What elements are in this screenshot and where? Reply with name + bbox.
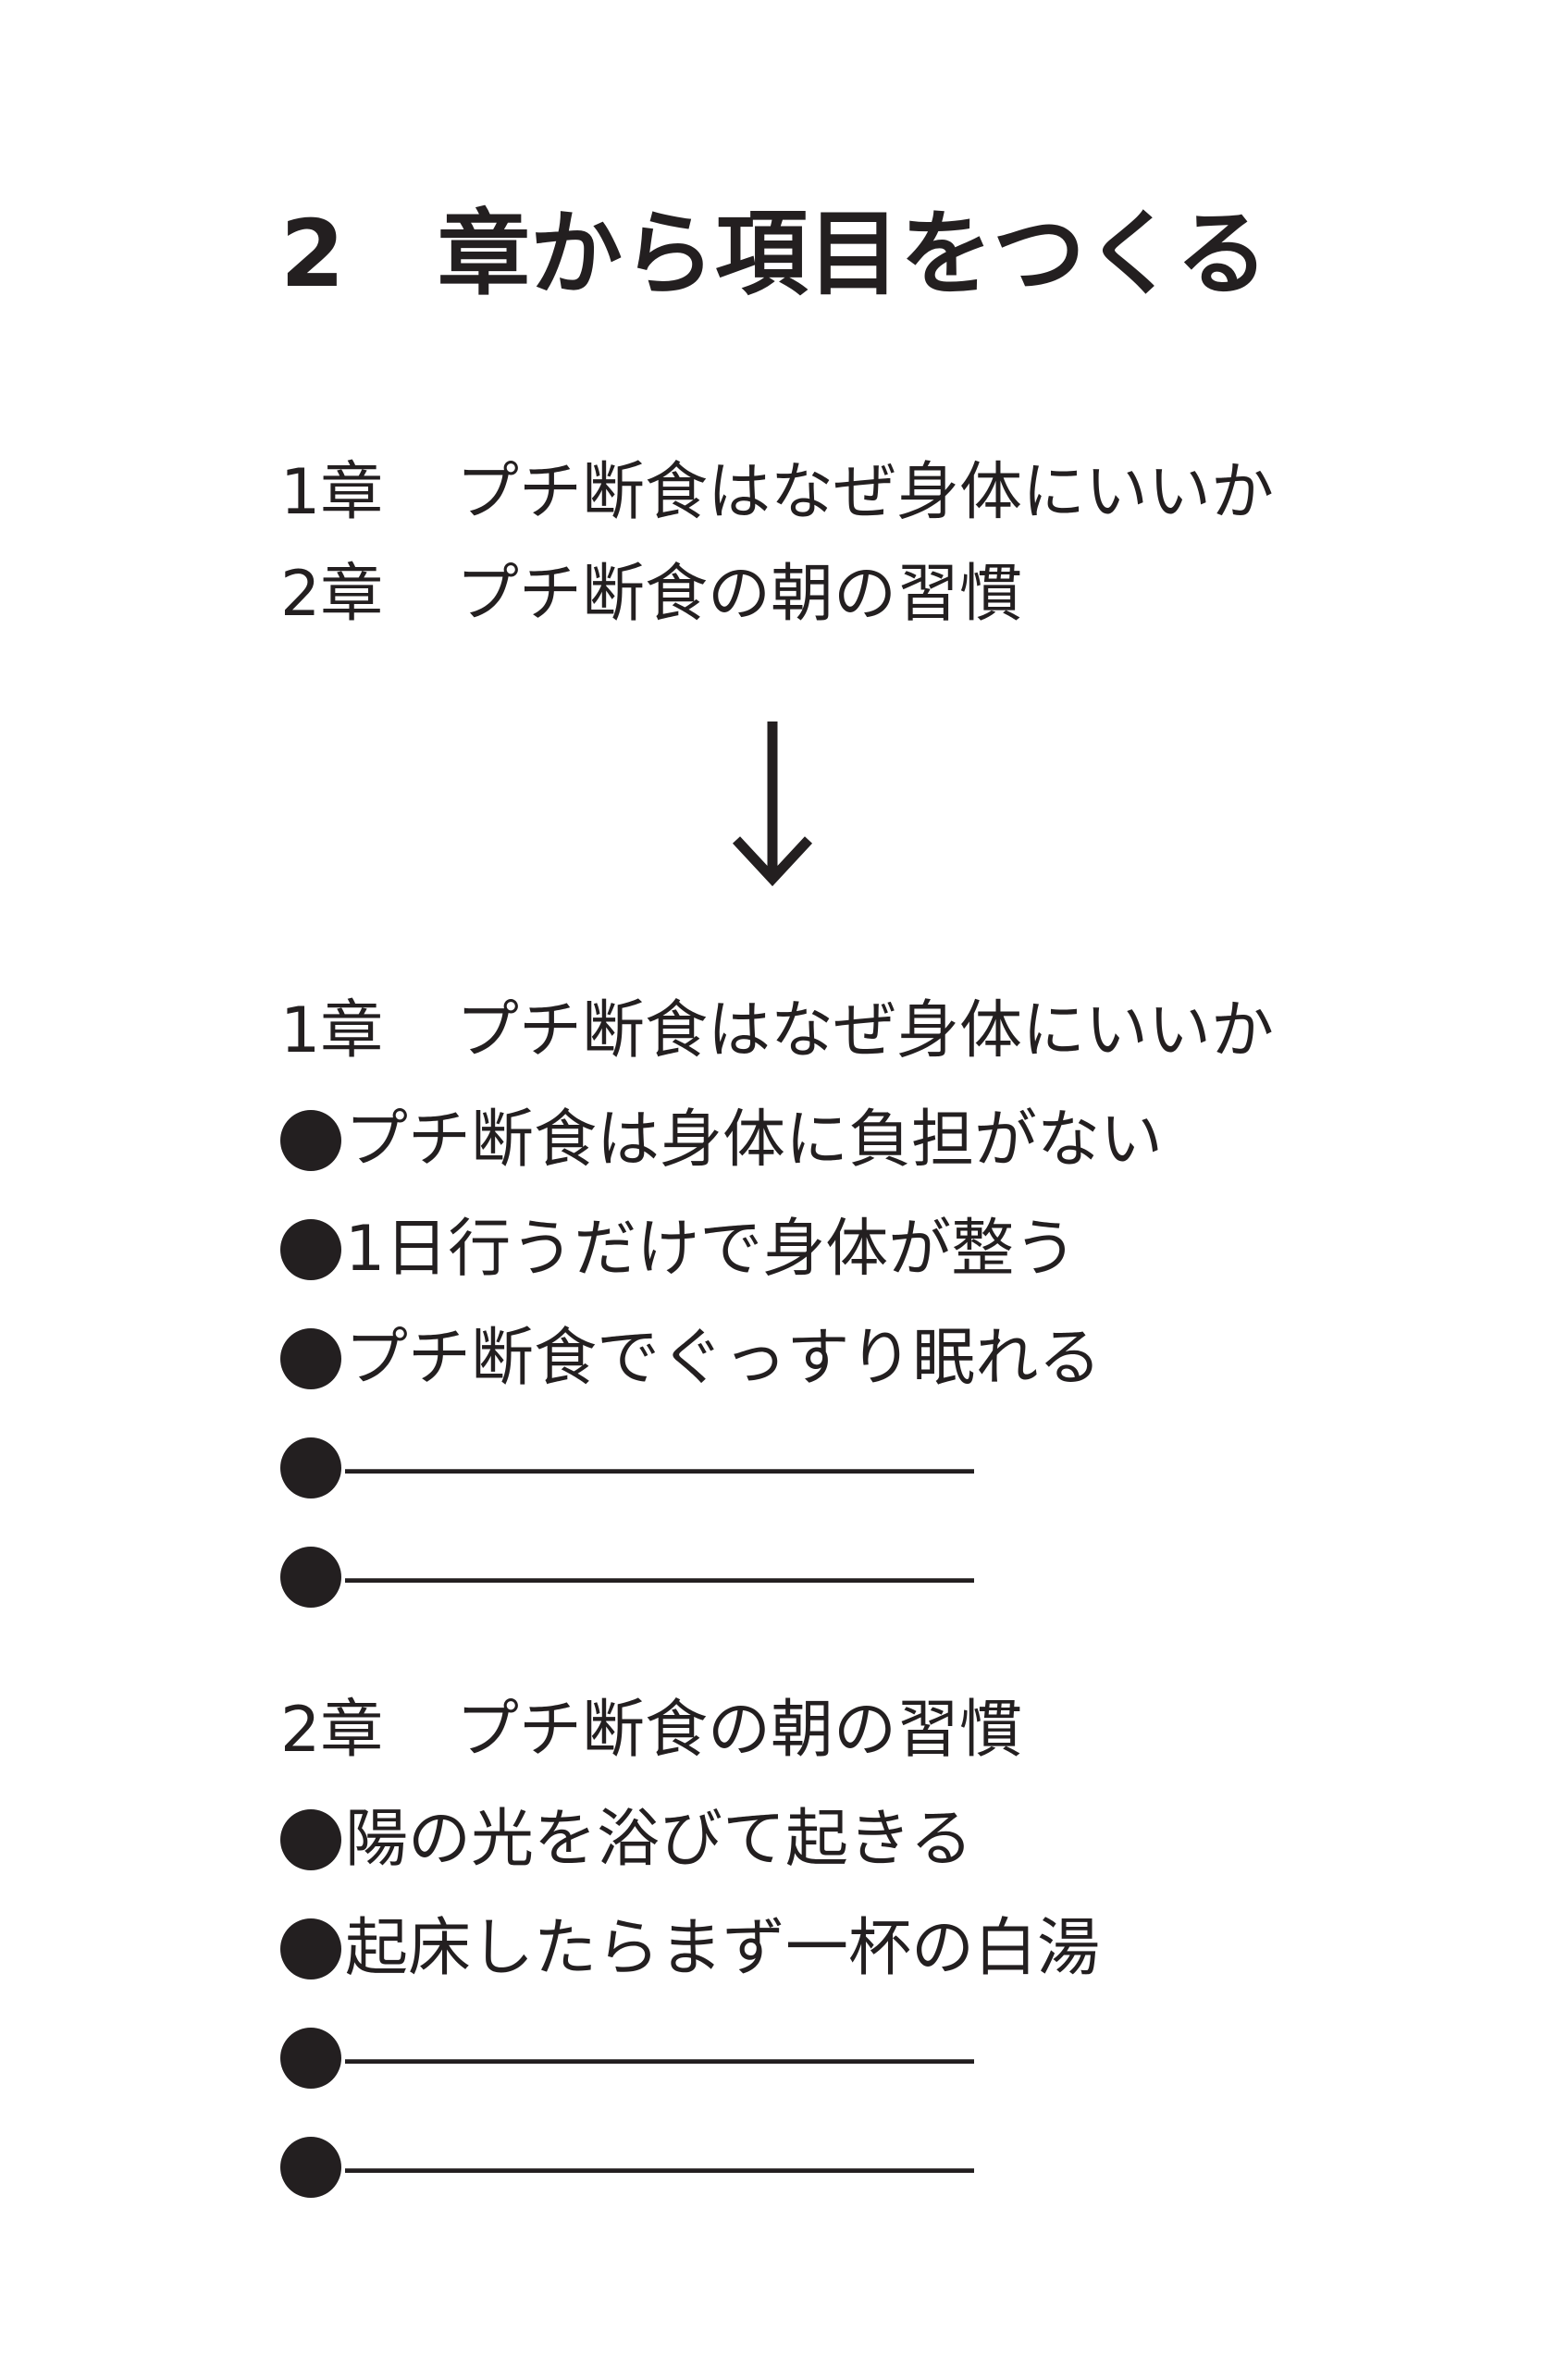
list-item: 1日行うだけで身体が整う	[280, 1208, 1077, 1291]
chapter-title: プチ断食の朝の習慣	[456, 558, 1023, 631]
chapter-title: プチ断食の朝の習慣	[456, 1694, 1023, 1767]
list-item: 陽の光を浴びて起きる	[280, 1798, 973, 1881]
bullet-icon	[280, 1110, 341, 1171]
list-item: プチ断食は身体に負担がない	[280, 1099, 1163, 1182]
chapter-title: プチ断食はなぜ身体にいいか	[456, 456, 1275, 529]
list-item: ――――――――――	[280, 1536, 974, 1619]
title-text: 章から項目をつくる	[438, 200, 1268, 308]
before-chapter-2: 2章プチ断食の朝の習慣	[280, 553, 1022, 636]
bullet-icon	[280, 1219, 341, 1280]
bullet-icon	[280, 1328, 341, 1389]
list-item: ――――――――――	[280, 1426, 974, 1510]
after-chapter-2-heading: 2章プチ断食の朝の習慣	[280, 1689, 1022, 1772]
list-item: ――――――――――	[280, 2126, 974, 2209]
title-number: 2	[280, 200, 345, 308]
bullet-icon	[280, 1809, 341, 1870]
before-chapter-1: 1章プチ断食はなぜ身体にいいか	[280, 451, 1274, 535]
down-arrow-icon	[732, 722, 813, 887]
chapter-label: 2章	[280, 558, 384, 631]
list-item: 起床したらまず一杯の白湯	[280, 1907, 1100, 1991]
after-chapter-1-heading: 1章プチ断食はなぜ身体にいいか	[280, 990, 1274, 1073]
chapter-title: プチ断食はなぜ身体にいいか	[456, 994, 1275, 1067]
list-item: プチ断食でぐっすり眠れる	[280, 1317, 1101, 1400]
page-title: 2 章から項目をつくる	[280, 190, 1268, 319]
bullet-icon	[280, 2137, 341, 2198]
bullet-icon	[280, 2028, 341, 2089]
chapter-label: 1章	[280, 994, 384, 1067]
bullet-icon	[280, 1437, 341, 1498]
bullet-icon	[280, 1918, 341, 1980]
bullet-icon	[280, 1547, 341, 1608]
chapter-label: 1章	[280, 456, 384, 529]
chapter-label: 2章	[280, 1694, 384, 1767]
list-item: ――――――――――	[280, 2016, 974, 2100]
